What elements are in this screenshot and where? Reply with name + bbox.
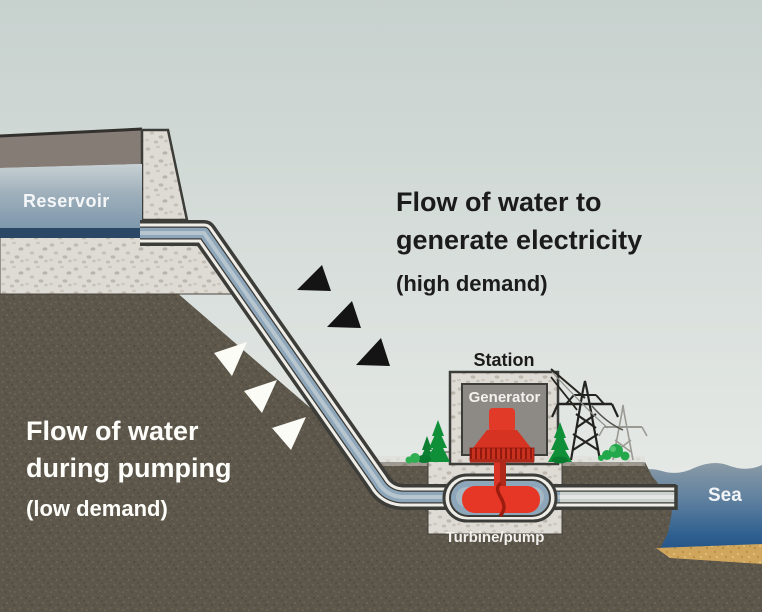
- seabed-sand: [656, 544, 762, 564]
- flow-pumping-arrows: [214, 342, 306, 450]
- flow-generate-arrows: [297, 265, 390, 366]
- station-label: Station: [473, 350, 535, 370]
- flow-generate-subtitle: (high demand): [396, 271, 548, 296]
- flow-pumping-heading: Flow of water during pumping (low demand…: [26, 413, 231, 522]
- turbine-pump-label: Turbine/pump: [445, 529, 545, 546]
- arrow-down-icon: [356, 338, 390, 366]
- penstock-pipe: [140, 220, 676, 510]
- flow-pumping-subtitle: (low demand): [26, 496, 168, 521]
- arrow-down-icon: [327, 301, 361, 328]
- arrow-up-icon: [214, 342, 247, 376]
- generator-label: Generator: [468, 389, 541, 406]
- flow-pumping-line2: during pumping: [26, 453, 232, 483]
- reservoir-waterline: [0, 228, 143, 238]
- reservoir-wall: [0, 130, 142, 168]
- turbine-icon: [462, 481, 540, 518]
- reservoir-water: [0, 164, 142, 229]
- flow-generate-line2: generate electricity: [396, 225, 643, 255]
- power-lines: [550, 368, 624, 431]
- arrow-up-icon: [272, 417, 306, 450]
- earth-hillside: [0, 285, 762, 612]
- arrow-down-icon: [297, 265, 331, 291]
- flow-pumping-line1: Flow of water: [26, 416, 199, 446]
- flow-generate-heading: Flow of water to generate electricity (h…: [396, 183, 642, 297]
- bushes-icon: [598, 444, 630, 461]
- reservoir-wall-edge: [0, 127, 143, 138]
- tree-left-icon: [405, 420, 450, 464]
- sea-label: Sea: [708, 485, 742, 506]
- outlet-pipe: [560, 485, 678, 510]
- generator-icon: [469, 408, 535, 463]
- reservoir-label: Reservoir: [23, 191, 110, 211]
- tree-right-icon: [548, 422, 572, 464]
- arrow-up-icon: [244, 380, 277, 413]
- flow-generate-line1: Flow of water to: [396, 187, 602, 217]
